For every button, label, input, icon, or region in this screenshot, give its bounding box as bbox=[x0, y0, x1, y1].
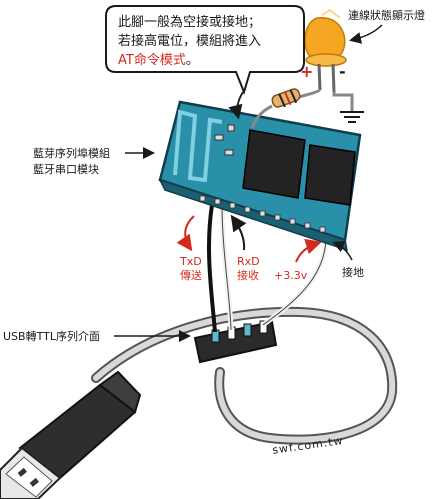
vcc-label: +3.3v bbox=[274, 269, 308, 282]
svg-text:AT命令模式。: AT命令模式。 bbox=[118, 52, 199, 68]
flash-chip bbox=[305, 145, 355, 205]
callout-line-2: 若接高電位，模組將進入 bbox=[118, 33, 261, 49]
callout-line-3-end: 。 bbox=[186, 53, 199, 68]
rxd-label: RxD bbox=[237, 255, 260, 268]
callout-at-mode: AT命令模式 bbox=[118, 52, 186, 68]
main-chip bbox=[243, 130, 305, 198]
rxd-desc: 接收 bbox=[237, 268, 259, 282]
usb-label: USB轉TTL序列介面 bbox=[3, 329, 100, 343]
led-label: 連線狀態顯示燈 bbox=[348, 8, 425, 22]
module-label-traditional: 藍芽序列埠模組 bbox=[33, 146, 110, 160]
ground-symbol bbox=[340, 112, 364, 122]
at-mode-callout: 此腳一般為空接或接地； 若接高電位，模組將進入 AT命令模式。 bbox=[106, 6, 304, 92]
usb-plug bbox=[0, 372, 140, 499]
resistor bbox=[271, 88, 301, 109]
wire-txd bbox=[209, 205, 215, 332]
module-label-simplified: 藍牙串口模块 bbox=[33, 163, 99, 176]
led-minus-sign: - bbox=[339, 62, 346, 81]
callout-line-1: 此腳一般為空接或接地； bbox=[118, 14, 261, 30]
gnd-label: 接地 bbox=[342, 266, 364, 279]
bluetooth-module-board bbox=[160, 102, 360, 250]
txd-desc: 傳送 bbox=[180, 268, 202, 282]
txd-label: TxD bbox=[179, 255, 202, 268]
